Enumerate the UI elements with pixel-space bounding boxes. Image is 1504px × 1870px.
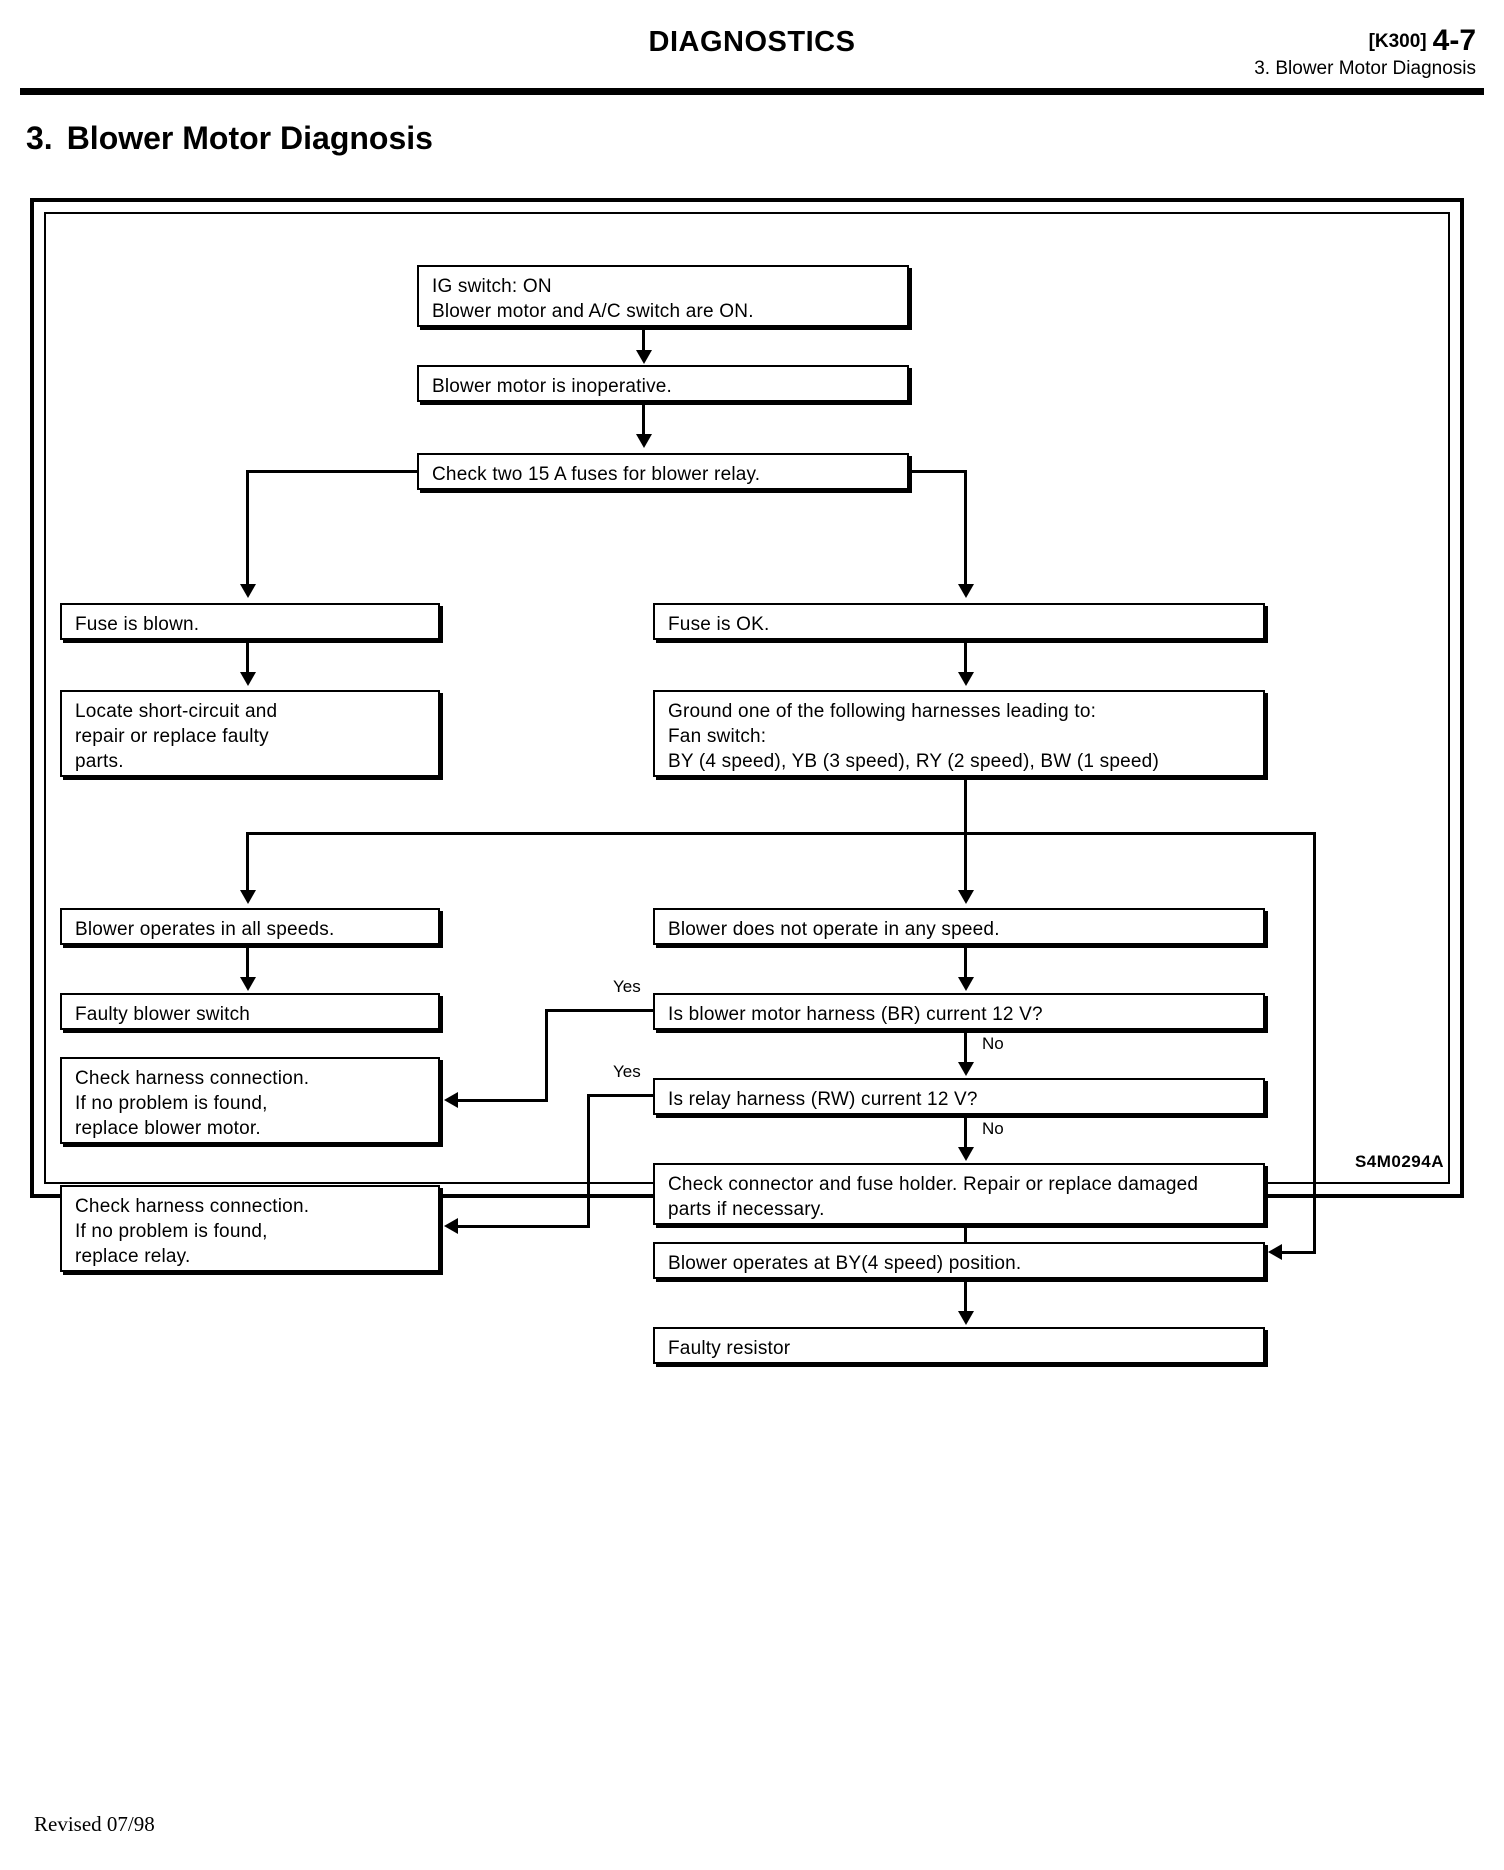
connector-n3-left-drop xyxy=(246,470,249,592)
arrow-n16-n17 xyxy=(958,1311,974,1325)
connector-n14-yes-out xyxy=(587,1094,655,1097)
connector-n2-n3 xyxy=(642,402,645,443)
connector-n15-n16 xyxy=(964,1225,967,1243)
connector-n3-left-branch xyxy=(246,470,419,473)
connector-split-bus-left-drop xyxy=(246,832,249,900)
flow-node-fuse-blown: Fuse is blown. xyxy=(60,603,440,640)
connector-n3-right-drop xyxy=(964,470,967,592)
header-section-ref: 3. Blower Motor Diagnosis xyxy=(1254,58,1476,79)
flow-node-ig-switch: IG switch: ON Blower motor and A/C switc… xyxy=(417,265,909,327)
arrow-bus-n8 xyxy=(240,890,256,904)
connector-n8-n9 xyxy=(246,945,249,985)
arrow-n13-n10 xyxy=(444,1092,458,1108)
header-page-ref: [K300]4-7 xyxy=(1369,24,1476,58)
figure-code: S4M0294A xyxy=(1354,1152,1444,1171)
arrow-n14-n15 xyxy=(958,1147,974,1161)
connector-n14-n15 xyxy=(964,1115,967,1155)
page-title: DIAGNOSTICS xyxy=(648,26,856,58)
connector-n13-yes-into-n10 xyxy=(458,1099,548,1102)
footer-revised-date: Revised 07/98 xyxy=(34,1812,155,1836)
edge-label-no-blower-harness: No xyxy=(982,1034,1004,1053)
section-title: Blower Motor Diagnosis xyxy=(66,120,433,156)
flow-node-faulty-resistor: Faulty resistor xyxy=(653,1327,1265,1364)
connector-n6-n7 xyxy=(964,640,967,680)
connector-feedback-into-n16 xyxy=(1280,1251,1316,1254)
edge-label-no-relay-harness: No xyxy=(982,1119,1004,1138)
flow-node-check-fuses: Check two 15 A fuses for blower relay. xyxy=(417,453,909,490)
arrow-n13-n14 xyxy=(958,1062,974,1076)
connector-n4-n5 xyxy=(246,640,249,680)
header-divider xyxy=(20,88,1484,95)
arrow-n8-n9 xyxy=(240,977,256,991)
header-page-number: 4-7 xyxy=(1432,24,1476,57)
flow-node-fuse-ok: Fuse is OK. xyxy=(653,603,1265,640)
arrow-n14-n11 xyxy=(444,1218,458,1234)
arrow-n3-n4 xyxy=(240,584,256,598)
arrow-n12-n13 xyxy=(958,977,974,991)
arrow-n3-n6 xyxy=(958,584,974,598)
flow-node-question-blower-harness: Is blower motor harness (BR) current 12 … xyxy=(653,993,1265,1030)
connector-feedback-rail xyxy=(1313,832,1316,1253)
flow-node-question-relay-harness: Is relay harness (RW) current 12 V? xyxy=(653,1078,1265,1115)
connector-n7-stem xyxy=(964,777,967,899)
connector-n14-yes-drop xyxy=(587,1094,590,1227)
flow-node-check-harness-blower-motor: Check harness connection. If no problem … xyxy=(60,1057,440,1144)
connector-n13-yes-drop xyxy=(545,1009,548,1101)
connector-n13-yes-out xyxy=(545,1009,655,1012)
edge-label-yes-relay-harness: Yes xyxy=(613,1062,641,1081)
flow-node-operates-by4: Blower operates at BY(4 speed) position. xyxy=(653,1242,1265,1279)
flow-node-blower-inoperative: Blower motor is inoperative. xyxy=(417,365,909,402)
section-number: 3. xyxy=(26,120,53,156)
flow-node-ground-harnesses: Ground one of the following harnesses le… xyxy=(653,690,1265,777)
header-model-code: [K300] xyxy=(1368,31,1427,52)
arrow-feedback-n16 xyxy=(1268,1244,1282,1260)
section-heading: 3. Blower Motor Diagnosis xyxy=(26,120,433,157)
connector-n12-n13 xyxy=(964,945,967,985)
connector-n1-n2 xyxy=(642,327,645,358)
flow-node-check-harness-relay: Check harness connection. If no problem … xyxy=(60,1185,440,1272)
flow-node-no-operation: Blower does not operate in any speed. xyxy=(653,908,1265,945)
arrow-n7-n12 xyxy=(958,890,974,904)
connector-n3-right-branch xyxy=(907,470,967,473)
flow-node-locate-short-circuit: Locate short-circuit and repair or repla… xyxy=(60,690,440,777)
connector-n16-n17 xyxy=(964,1279,967,1319)
connector-split-bus xyxy=(246,832,1316,835)
arrow-n1-n2 xyxy=(636,350,652,364)
edge-label-yes-blower-harness: Yes xyxy=(613,977,641,996)
arrow-n6-n7 xyxy=(958,672,974,686)
arrow-n4-n5 xyxy=(240,672,256,686)
flow-node-operates-all-speeds: Blower operates in all speeds. xyxy=(60,908,440,945)
page-header: DIAGNOSTICS [K300]4-7 3. Blower Motor Di… xyxy=(0,0,1504,105)
connector-n14-yes-into-n11 xyxy=(458,1225,590,1228)
connector-n13-n14 xyxy=(964,1030,967,1070)
flow-node-check-connector-fuse-holder: Check connector and fuse holder. Repair … xyxy=(653,1163,1265,1225)
flow-node-faulty-blower-switch: Faulty blower switch xyxy=(60,993,440,1030)
arrow-n2-n3 xyxy=(636,434,652,448)
